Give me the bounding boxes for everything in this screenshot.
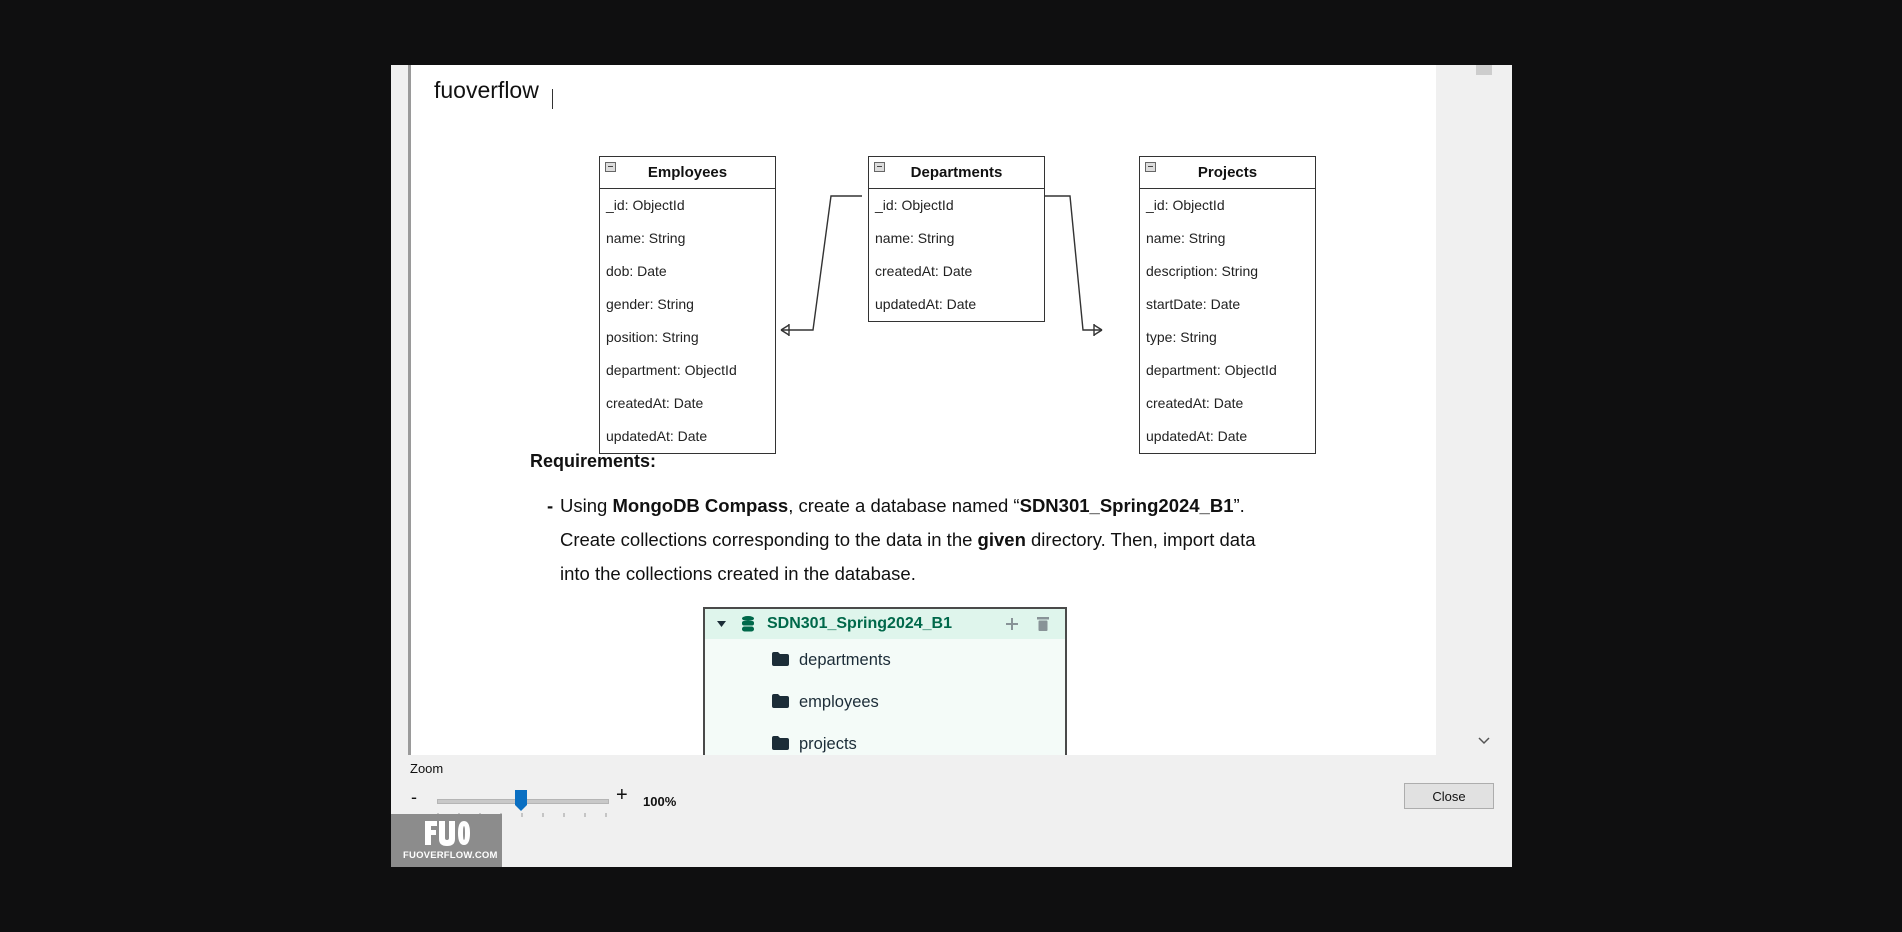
folder-icon <box>772 652 789 666</box>
entity-field: updatedAt: Date <box>875 296 977 312</box>
entity-departments: Departments _id: ObjectId name: String c… <box>868 156 1045 322</box>
entity-field: _id: ObjectId <box>606 197 685 213</box>
collection-item[interactable]: projects <box>705 723 1065 755</box>
requirements-heading: Requirements: <box>530 451 657 471</box>
database-row[interactable]: SDN301_Spring2024_B1 <box>705 609 1065 639</box>
employees-departments-relation <box>781 195 862 331</box>
compass-database-tree: SDN301_Spring2024_B1 departments employe… <box>703 607 1067 755</box>
entity-field: department: ObjectId <box>606 362 737 378</box>
entity-field: updatedAt: Date <box>1146 428 1248 444</box>
document-viewport[interactable]: fuoverflow Employees _id: ObjectId name:… <box>408 65 1492 755</box>
text-run: given <box>977 529 1026 550</box>
add-icon[interactable] <box>1005 617 1019 631</box>
requirement-line-2: Create collections corresponding to the … <box>560 529 1256 551</box>
watermark-site: FUOVERFLOW.COM <box>403 850 498 861</box>
vertical-scrollbar[interactable] <box>1474 65 1494 755</box>
collapse-icon <box>605 162 616 172</box>
text-run: , create a database named “ <box>788 495 1020 516</box>
entity-field: _id: ObjectId <box>1146 197 1225 213</box>
image-viewer-dialog: fuoverflow Employees _id: ObjectId name:… <box>391 65 1512 867</box>
collection-item[interactable]: departments <box>705 639 1065 681</box>
entity-field: type: String <box>1146 329 1217 345</box>
scroll-down-icon[interactable] <box>1478 737 1490 745</box>
requirement-line-1: -Using MongoDB Compass, create a databas… <box>547 495 1245 517</box>
entity-title: Employees <box>647 164 728 181</box>
entity-field: createdAt: Date <box>1146 395 1244 411</box>
collapse-icon <box>874 162 885 172</box>
entity-field: position: String <box>606 329 699 345</box>
document-label: fuoverflow <box>426 77 547 104</box>
caret-down-icon <box>717 621 726 627</box>
zoom-out-button[interactable]: - <box>411 787 417 807</box>
collection-name: employees <box>799 693 879 711</box>
entity-field: _id: ObjectId <box>875 197 954 213</box>
entity-field: startDate: Date <box>1146 296 1241 312</box>
entity-field: createdAt: Date <box>606 395 704 411</box>
database-name: SDN301_Spring2024_B1 <box>767 615 952 632</box>
entity-field: name: String <box>1146 230 1226 246</box>
text-caret <box>552 89 553 109</box>
entity-field: createdAt: Date <box>875 263 973 279</box>
collection-item[interactable]: employees <box>705 681 1065 723</box>
bullet-dash: - <box>547 495 554 516</box>
projects-departments-relation <box>1036 195 1102 331</box>
collection-name: departments <box>799 651 891 669</box>
entity-field: gender: String <box>606 296 694 312</box>
zoom-percent: 100% <box>643 794 677 809</box>
entity-employees: Employees _id: ObjectId name: String dob… <box>599 156 776 454</box>
text-run: Create collections corresponding to the … <box>560 529 978 550</box>
collapse-icon <box>1145 162 1156 172</box>
folder-icon <box>772 694 789 708</box>
fuoverflow-watermark-logo: FUOVERFLOW.COM <box>391 814 502 867</box>
text-run: directory. Then, import data <box>1025 529 1256 550</box>
database-icon <box>742 616 754 632</box>
requirement-line-3: into the collections created in the data… <box>560 563 916 584</box>
text-run: SDN301_Spring2024_B1 <box>1019 495 1234 516</box>
zoom-in-button[interactable]: + <box>616 784 628 806</box>
entity-field: description: String <box>1146 263 1259 279</box>
entity-projects: Projects _id: ObjectId name: String desc… <box>1139 156 1316 454</box>
entity-field: name: String <box>875 230 955 246</box>
entity-field: name: String <box>606 230 686 246</box>
folder-icon <box>772 736 789 750</box>
entity-field: updatedAt: Date <box>606 428 708 444</box>
text-run: ”. <box>1233 495 1245 516</box>
entity-title: Departments <box>910 164 1003 181</box>
entity-field: department: ObjectId <box>1146 362 1277 378</box>
trash-icon[interactable] <box>1036 616 1050 632</box>
scroll-thumb[interactable] <box>1476 65 1492 75</box>
entity-field: dob: Date <box>606 263 667 279</box>
close-button[interactable]: Close <box>1404 783 1494 809</box>
relationship-lines <box>780 195 1103 336</box>
zoom-label: Zoom <box>410 761 444 776</box>
entity-title: Projects <box>1197 164 1258 181</box>
collection-name: projects <box>799 735 857 753</box>
text-run: MongoDB Compass <box>612 495 789 516</box>
zoom-slider-thumb[interactable] <box>515 790 527 812</box>
text-run: Using <box>560 495 613 516</box>
fuo-logo-mark <box>425 821 470 846</box>
